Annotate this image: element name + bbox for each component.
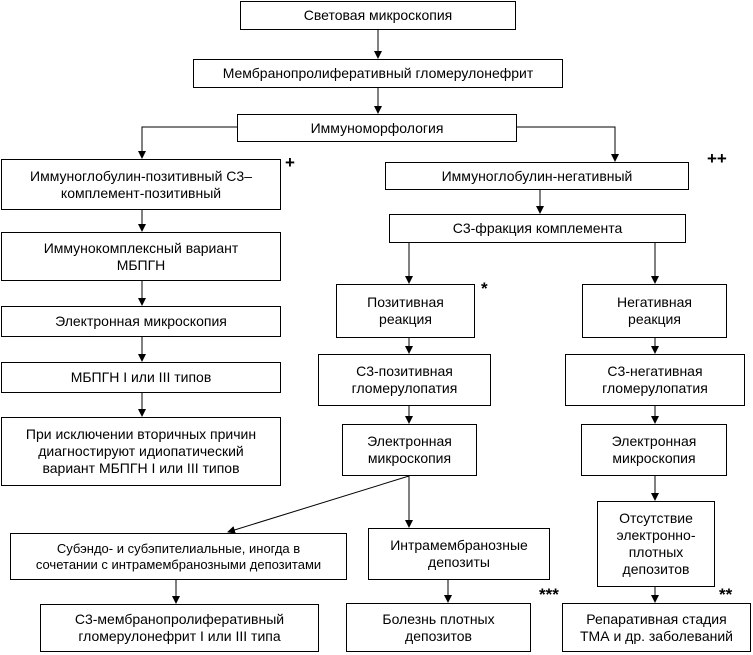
node-ig-negative: Иммуноглобулин-негативный (385, 162, 689, 190)
node-dense-deposit-disease: Болезнь плотных депозитов (346, 603, 531, 652)
node-immune-complex-variant: Иммунокомплексный вариант МБПГН (1, 232, 281, 281)
node-electron-microscopy-right: Электронная микроскопия (581, 424, 727, 476)
node-positive-reaction: Позитивная реакция (336, 284, 475, 338)
node-c3-mpgn: С3-мембранопролиферативный гломерулонефр… (40, 604, 319, 652)
arrow-em-to-subendo (227, 475, 410, 534)
node-c3-negative-glomerulopathy: С3-негативная гломерулопатия (565, 354, 745, 406)
plus-mark: + (285, 153, 295, 172)
node-electron-microscopy-left: Электронная микроскопия (1, 306, 281, 337)
double-plus-mark: ++ (707, 149, 727, 168)
node-idiopathic-variant: При исключении вторичных причин диагност… (1, 417, 281, 486)
node-negative-reaction: Негативная реакция (582, 284, 727, 338)
node-subendo-subepithelial: Субэндо- и субэпителиальные, иногда в со… (10, 533, 347, 580)
node-electron-microscopy-mid: Электронная микроскопия (342, 424, 477, 476)
node-mpgn: Мембранопролиферативный гломерулонефрит (193, 59, 563, 88)
node-mbpgn-types: МБПГН I или III типов (1, 362, 281, 393)
node-intramembranous: Интрамембранозные депозиты (368, 528, 550, 580)
node-no-deposits: Отсутствие электронно- плотных депозитов (597, 501, 715, 587)
node-light-microscopy: Световая микроскопия (240, 1, 516, 30)
node-immunomorphology: Иммуноморфология (237, 114, 517, 142)
asterisk-mark: * (481, 279, 488, 298)
arrow-immuno-to-igpos (138, 126, 237, 159)
node-c3-positive-glomerulopathy: С3-позитивная гломерулопатия (318, 354, 491, 406)
triple-asterisk-mark: *** (539, 585, 559, 604)
node-c3-fraction: С3-фракция комплемента (389, 214, 686, 243)
double-asterisk-mark: ** (719, 585, 733, 604)
node-ig-positive: Иммуноглобулин-позитивный С3– комплемент… (1, 159, 281, 210)
node-reparative-stage: Репаративная стадия ТМА и др. заболевани… (562, 603, 751, 652)
arrow-immuno-to-igneg (517, 126, 619, 162)
